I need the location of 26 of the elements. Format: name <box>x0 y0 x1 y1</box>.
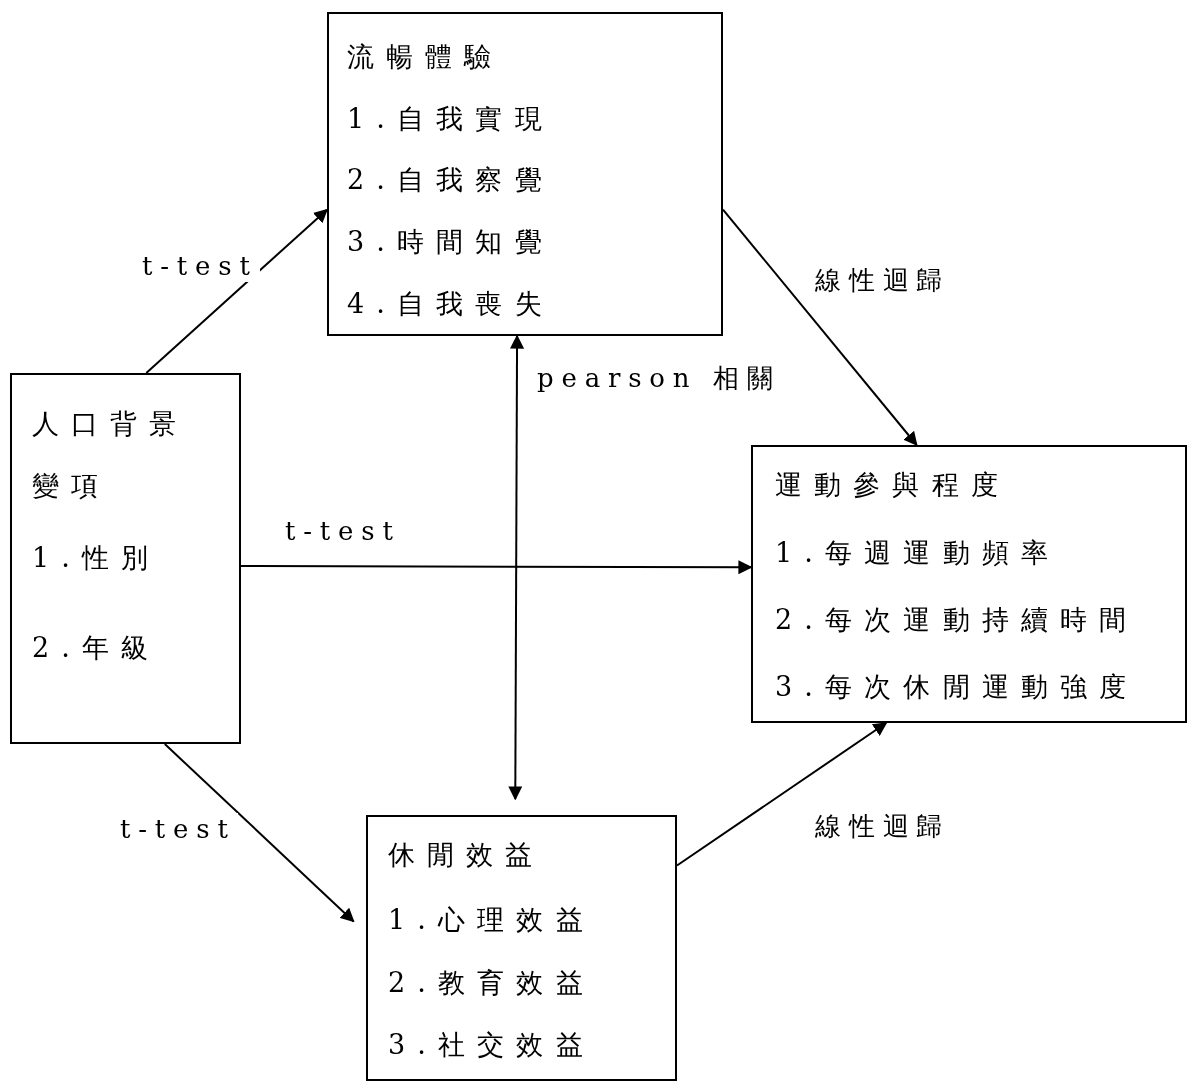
list-item: 2.自我察覺 <box>347 163 554 197</box>
box-heading: 人口背景變項 <box>32 407 190 503</box>
arrow <box>240 560 753 575</box>
arrow <box>163 743 355 923</box>
box-heading: 休閒效益 <box>388 838 545 872</box>
arrow <box>676 722 888 867</box>
concept-box <box>327 12 723 336</box>
list-item: 2.每次運動持續時間 <box>775 603 1139 637</box>
arrow <box>145 208 329 374</box>
list-item: 3.社交效益 <box>388 1028 595 1062</box>
list-item: 2.教育效益 <box>388 966 595 1000</box>
list-item: 1.每週運動頻率 <box>775 536 1060 570</box>
list-item: 3.每次休閒運動強度 <box>775 670 1139 704</box>
concept-box <box>366 815 677 1081</box>
concept-box <box>10 373 241 744</box>
arrow <box>508 334 525 801</box>
box-heading: 流暢體驗 <box>347 40 504 74</box>
concept-box <box>751 445 1187 723</box>
box-heading: 運動參與程度 <box>775 468 1010 502</box>
list-item: 1.心理效益 <box>388 903 595 937</box>
list-item: 1.自我實現 <box>347 102 554 136</box>
list-item: 3.時間知覺 <box>347 225 554 259</box>
list-item: 1.性別 <box>32 541 161 575</box>
arrow <box>722 208 918 447</box>
list-item: 4.自我喪失 <box>347 287 554 321</box>
list-item: 2.年級 <box>32 631 161 665</box>
